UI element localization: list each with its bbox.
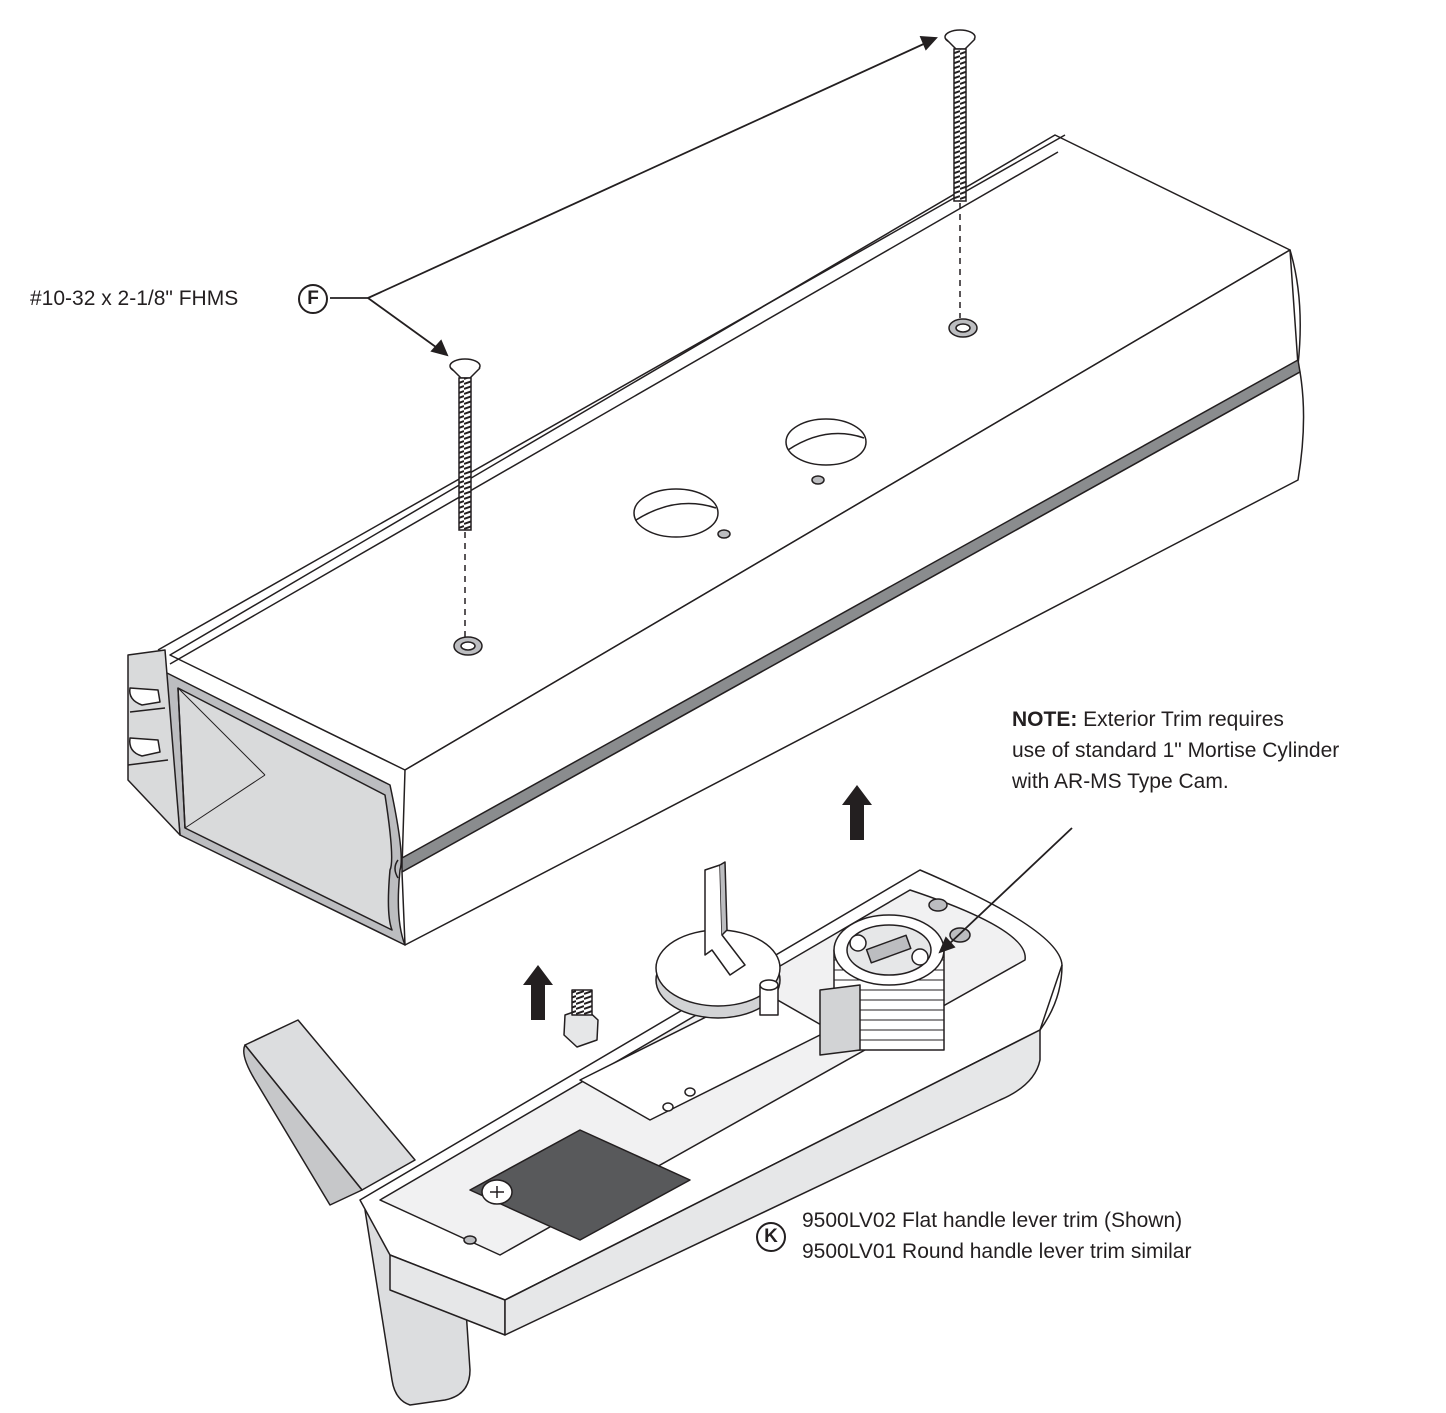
trim-label-line-1: 9500LV02 Flat handle lever trim (Shown) (802, 1209, 1183, 1232)
callout-k: K (756, 1222, 786, 1252)
trim-label-line-2: 9500LV01 Round handle lever trim similar (802, 1240, 1192, 1263)
cylinder-note: NOTE: Exterior Trim requires use of stan… (1012, 704, 1339, 797)
upward-arrows (523, 785, 872, 1020)
screw-spec-label: #10-32 x 2-1/8" FHMS (30, 287, 239, 310)
screw-right (944, 29, 976, 318)
trim-label: 9500LV02 Flat handle lever trim (Shown) … (802, 1205, 1191, 1267)
note-line-2: use of standard 1" Mortise Cylinder (1012, 739, 1340, 762)
mounting-holes (453, 318, 978, 656)
screw-leader-lines (330, 36, 938, 357)
lever-trim-assembly (243, 861, 1063, 1406)
screw-left (449, 358, 481, 638)
note-leader-line (938, 827, 1073, 954)
channel-extrusion (127, 134, 1305, 946)
note-line-1: Exterior Trim requires (1083, 708, 1284, 731)
callout-f: F (298, 284, 328, 314)
note-heading: NOTE: (1012, 708, 1078, 731)
note-line-3: with AR-MS Type Cam. (1012, 770, 1229, 793)
